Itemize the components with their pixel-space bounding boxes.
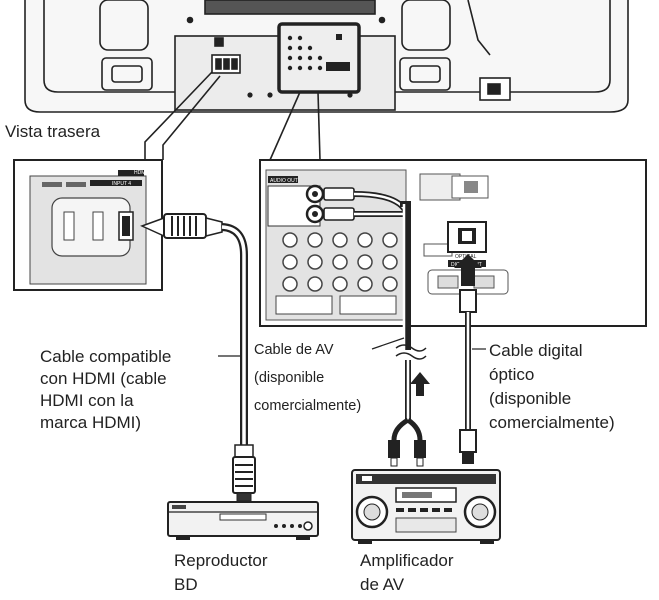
hdmi-badge-text: HDMI (134, 170, 147, 176)
hdmi-label-line-1: Cable compatible (40, 347, 171, 366)
hdmi-label-line-2: con HDMI (cable (40, 369, 167, 388)
input-4-text: INPUT 4 (112, 181, 131, 187)
optical-label-line-1: Cable digital (489, 341, 583, 360)
hdmi-cable (140, 213, 256, 502)
hdmi-cable-label: Cable compatible con HDMI (cable HDMI co… (40, 347, 171, 432)
av-label-line-3: comercialmente) (254, 398, 361, 414)
optical-label-line-3: (disponible (489, 389, 571, 408)
bd-player-label: Reproductor BD (174, 551, 268, 594)
av-label-line-2: (disponible (254, 370, 324, 386)
av-amplifier-label: Amplificador de AV (360, 551, 454, 594)
hdmi-label-line-3: HDMI con la (40, 391, 134, 410)
hdmi-input-panel: HDMI INPUT 4 (13, 159, 163, 291)
optical-cable-label: Cable digital óptico (disponible comerci… (489, 341, 615, 432)
amp-label-line-1: Amplificador (360, 551, 454, 570)
av-label-line-1: Cable de AV (254, 342, 334, 358)
optical-label-line-2: óptico (489, 365, 534, 384)
bd-label-line-2: BD (174, 575, 198, 594)
av-cable (323, 187, 430, 467)
optical-cable (454, 254, 482, 464)
audio-out-text: AUDIO OUT (270, 178, 298, 184)
audio-output-panel: AUDIO OUT OPTICAL DIGITAL OUT (259, 159, 647, 327)
label-leaders (218, 337, 486, 357)
bd-player (167, 501, 319, 540)
optical-label-line-4: comercialmente) (489, 413, 615, 432)
bd-label-line-1: Reproductor (174, 551, 268, 570)
hdmi-label-line-4: marca HDMI) (40, 413, 141, 432)
rear-view-label: Vista trasera (5, 122, 101, 141)
amp-label-line-2: de AV (360, 575, 405, 594)
av-cable-label: Cable de AV (disponible comercialmente) (254, 342, 361, 414)
av-amplifier (351, 469, 501, 544)
callout-lines (144, 71, 321, 161)
tv-rear (24, 0, 629, 113)
